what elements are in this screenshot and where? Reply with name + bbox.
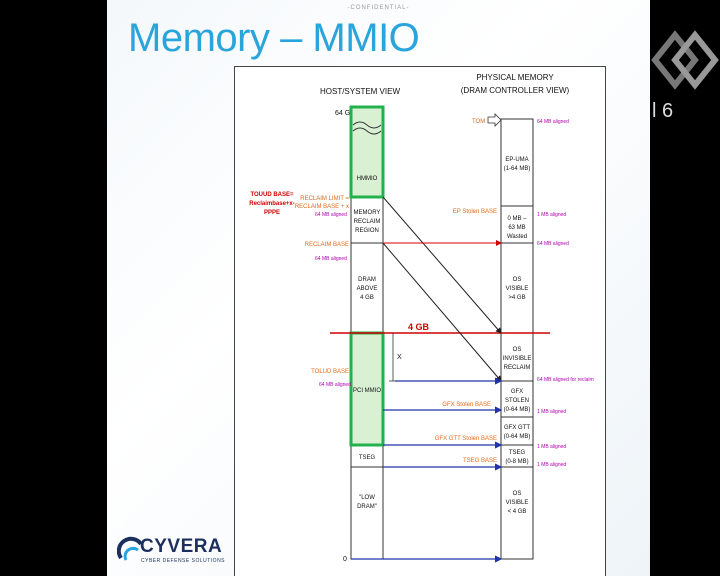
host-block-pci-mmio: PCI MMIO bbox=[353, 388, 381, 394]
cyvera-logo-icon bbox=[117, 536, 143, 561]
side-note-2: Reclaimbase+x- bbox=[249, 201, 295, 207]
x-label: X bbox=[397, 354, 402, 361]
phys-block-osv-high-1: OS bbox=[513, 277, 522, 283]
confidential-label: -CONFIDENTIAL- bbox=[347, 5, 410, 11]
side-note-1: TOUUD BASE= bbox=[250, 192, 294, 198]
phys-block-osv-low-3: < 4 GB bbox=[508, 509, 527, 515]
right-align-gfx: 1 MB aligned bbox=[537, 409, 566, 415]
gfx-gtt-stolen-base-label: GFX GTT Stolen BASE bbox=[435, 436, 497, 442]
right-align-tom: 64 MB aligned bbox=[537, 119, 569, 125]
side-note-3: PPPE bbox=[264, 210, 280, 216]
phys-block-epuma-2: (1-64 MB) bbox=[504, 166, 531, 172]
host-block-hmmio: HMMIO bbox=[357, 176, 378, 182]
right-align-ep: 1 MB aligned bbox=[537, 212, 566, 218]
right-align-reclaim: 64 MB aligned bbox=[537, 241, 569, 247]
phys-view-header-2: (DRAM CONTROLLER VIEW) bbox=[461, 86, 570, 95]
reclaim-top-arrow bbox=[382, 196, 502, 334]
host-block-reclaim-1: MEMORY bbox=[354, 210, 381, 216]
host-block-dram-1: DRAM bbox=[358, 277, 376, 283]
phys-block-gfx-1: GFX bbox=[511, 389, 523, 395]
phys-block-osinv-2: INVISIBLE bbox=[503, 356, 532, 362]
hmmio-region bbox=[349, 105, 385, 199]
right-align-tseg: 1 MB aligned bbox=[537, 462, 566, 468]
host-view-header: HOST/SYSTEM VIEW bbox=[320, 87, 400, 96]
reclaim-base-arrow bbox=[382, 242, 502, 382]
phys-view-header-1: PHYSICAL MEMORY bbox=[476, 73, 554, 82]
phys-block-osinv-3: RECLAIM bbox=[504, 365, 531, 371]
host-block-dram-2: ABOVE bbox=[357, 286, 378, 292]
top-host-label: 64 GB bbox=[335, 110, 355, 117]
host-block-reclaim-2: RECLAIM bbox=[354, 219, 381, 225]
phys-block-gtt-2: (0-64 MB) bbox=[504, 434, 531, 440]
phys-block-osv-high-2: VISIBLE bbox=[506, 286, 529, 292]
reclaim-limit-align: 64 MB aligned bbox=[315, 212, 347, 218]
gfx-stolen-base-label: GFX Stolen BASE bbox=[442, 402, 491, 408]
right-align-gtt: 1 MB aligned bbox=[537, 444, 566, 450]
watermark-text: l 6 bbox=[652, 100, 674, 122]
phys-block-epuma-1: EP-UMA bbox=[505, 157, 528, 163]
host-block-dram-3: 4 GB bbox=[360, 295, 374, 301]
phys-block-osv-high-3: >4 GB bbox=[508, 295, 525, 301]
phys-block-wasted-3: Wasted bbox=[507, 234, 527, 240]
reclaim-base-x-label: RECLAIM BASE + x bbox=[295, 204, 349, 210]
phys-block-osv-low-2: VISIBLE bbox=[506, 500, 529, 506]
reclaim-base-align: 64 MB aligned bbox=[315, 256, 347, 262]
tom-label: TOM bbox=[472, 119, 485, 125]
right-align-tolud: 64 MB aligned for reclaim bbox=[537, 377, 594, 383]
memory-map-diagram: HOST/SYSTEM VIEW PHYSICAL MEMORY (DRAM C… bbox=[234, 66, 606, 576]
tolud-base-label: TOLUD BASE bbox=[311, 369, 349, 375]
slide: -CONFIDENTIAL- Memory – MMIO HOST/SYSTEM… bbox=[107, 0, 650, 576]
phys-block-osinv-1: OS bbox=[513, 347, 522, 353]
tolud-base-align: 64 MB aligned bbox=[319, 382, 351, 388]
host-block-low-1: "LOW bbox=[359, 495, 375, 501]
tom-arrow bbox=[487, 113, 502, 127]
phys-column bbox=[500, 118, 534, 560]
phys-block-tseg-2: (0-8 MB) bbox=[505, 459, 528, 465]
phys-block-gfx-3: (0-64 MB) bbox=[504, 407, 531, 413]
phys-block-osv-low-1: OS bbox=[513, 491, 522, 497]
brand-name: CYVERA bbox=[140, 536, 223, 557]
break-mark bbox=[352, 121, 382, 129]
brand-tagline: CYBER DEFENSE SOLUTIONS bbox=[141, 558, 226, 564]
tseg-base-label: TSEG BASE bbox=[463, 458, 497, 464]
slide-title: Memory – MMIO bbox=[128, 16, 420, 60]
host-block-reclaim-3: REGION bbox=[355, 228, 379, 234]
host-block-tseg: TSEG bbox=[359, 455, 376, 461]
four-gb-label: 4 GB bbox=[408, 322, 430, 332]
phys-block-wasted-1: 0 MB – bbox=[507, 216, 527, 222]
phys-block-tseg-1: TSEG bbox=[509, 450, 526, 456]
ep-stolen-base-label: EP Stolen BASE bbox=[453, 209, 497, 215]
phys-block-gtt-1: GFX GTT bbox=[504, 425, 530, 431]
brand-watermark-icon bbox=[651, 30, 719, 90]
phys-block-gfx-2: STOLEN bbox=[505, 398, 529, 404]
zero-label: 0 bbox=[343, 556, 347, 563]
phys-block-wasted-2: 63 MB bbox=[508, 225, 525, 231]
reclaim-base-label: RECLAIM BASE bbox=[305, 242, 349, 248]
reclaim-limit-label: RECLAIM LIMIT = bbox=[300, 196, 349, 202]
host-block-low-2: DRAM" bbox=[357, 504, 377, 510]
